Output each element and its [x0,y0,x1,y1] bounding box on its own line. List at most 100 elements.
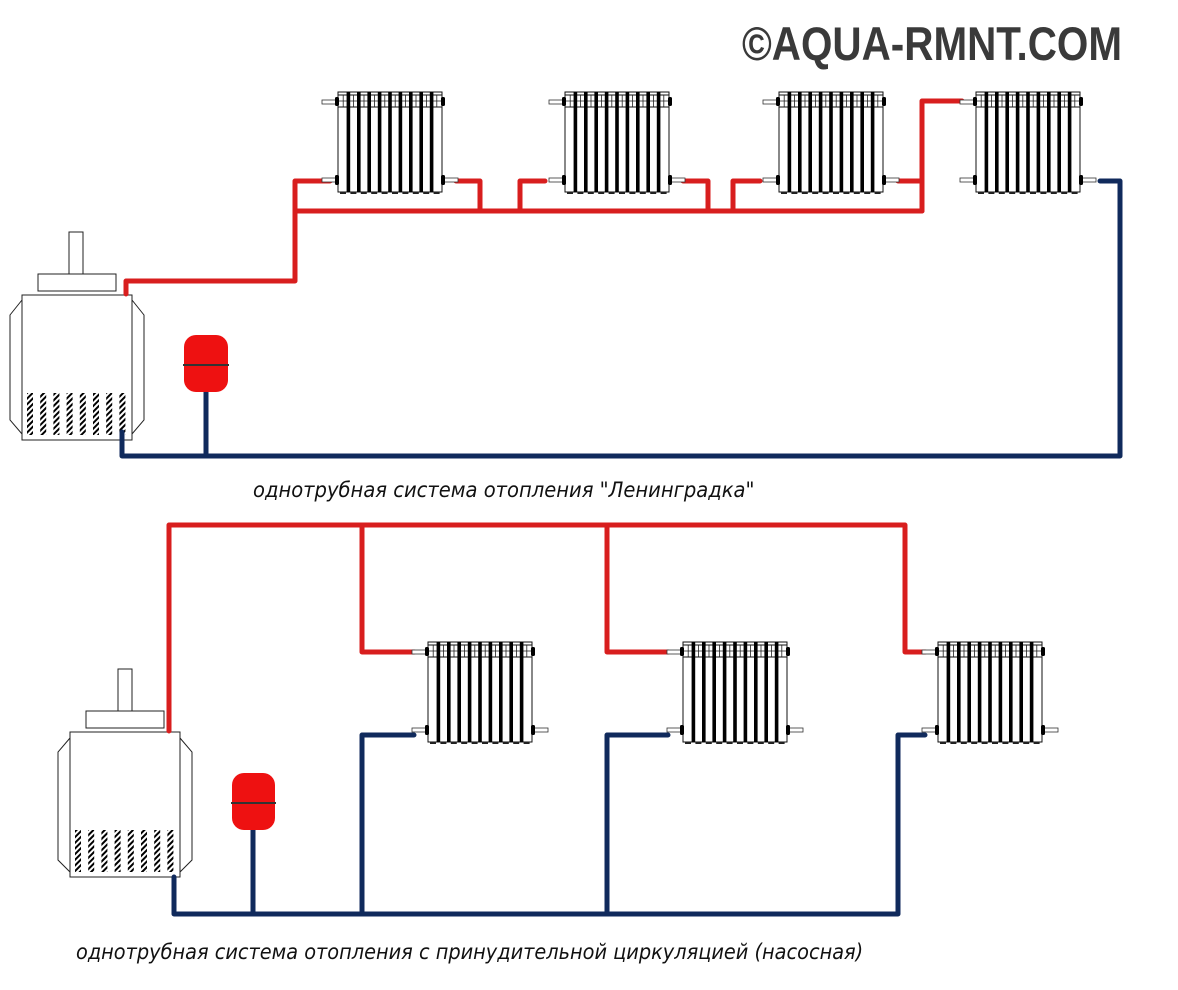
return-pipes [171,732,928,917]
radiator-icon [321,91,459,194]
radiator-section [702,642,706,742]
radiator-section [829,92,833,192]
radiator-section [1005,92,1009,192]
caption-pumped: однотрубная система отопления с принудит… [76,940,864,964]
radiator-section [467,642,472,742]
radiator-section [509,642,513,742]
grille-slat [75,830,81,872]
radiator-section [967,642,971,742]
boiler-icon [9,231,145,441]
radiator-icon [411,641,549,744]
boiler-cap [37,273,117,292]
radiator-section [850,92,854,192]
radiator-section [957,642,961,742]
radiator-section [447,642,451,742]
expansion-tank-icon [183,335,229,392]
radiator-section [656,92,661,192]
radiator-section [436,642,441,742]
supply-pipes [166,522,928,734]
grille-slat [106,393,113,435]
radiator-section [743,642,748,742]
burner-grille [27,393,126,435]
radiator-section [764,642,768,742]
radiator-section [1047,92,1051,192]
burner-grille [75,830,174,872]
grille-slat [114,830,121,872]
radiator-section [1026,92,1030,192]
radiator-section [478,642,482,742]
radiator-section [1019,642,1023,742]
grille-slat [154,830,161,872]
radiator-section [798,92,802,192]
return-main [171,732,928,917]
diagram-leningradka [9,91,1123,459]
boiler-chimney [68,231,84,275]
boiler-right-panel [179,736,193,874]
supply-main [166,522,928,734]
radiator-icon [666,641,804,744]
radiator-section [604,92,609,192]
radiator-icon [921,641,1059,744]
radiator-section [573,92,578,192]
radiator-section [1057,92,1061,192]
radiator-section [860,92,864,192]
radiator-section [499,642,503,742]
boiler-cap [85,710,165,729]
radiator-section [357,92,361,192]
boiler-body [69,731,181,878]
grille-slat [127,830,134,872]
radiator-section [946,642,951,742]
rad4-inlet [919,98,965,214]
radiator-section [818,92,823,192]
watermark-logo: ©AQUA-RMNT.COM [742,17,1123,70]
grille-slat [66,393,73,435]
radiator-section [839,92,844,192]
grille-slat [141,830,147,872]
supply-riser [123,178,333,297]
caption-leningradka: однотрубная система отопления "Ленинград… [253,478,755,502]
rad1-return [359,732,417,917]
radiator-section [787,92,792,192]
radiator-section [398,92,403,192]
radiator-section [1067,92,1072,192]
return-pipes [119,178,1123,459]
radiator-section [457,642,461,742]
grille-slat [40,393,47,435]
grille-slat [53,393,60,435]
radiator-section [988,642,992,742]
grille-slat [101,830,108,872]
radiator-section [519,642,524,742]
radiator-section [419,92,423,192]
radiator-section [808,92,812,192]
radiator-section [367,92,371,192]
radiator-section [346,92,351,192]
grille-slat [88,830,95,872]
radiator-section [1036,92,1041,192]
radiator-icon [762,91,900,194]
rad2-return [604,732,671,917]
radiator-section [1029,642,1034,742]
radiator-section [722,642,727,742]
radiator-section [409,92,413,192]
radiator-section [754,642,758,742]
grille-slat [79,393,86,435]
radiator-section [774,642,779,742]
rad2-supply [604,522,671,655]
rad4-outlet-return [119,178,1123,459]
boiler-left-panel [9,298,23,436]
grille-slat [119,393,126,435]
radiator-section [594,92,598,192]
radiator-section [488,642,493,742]
radiator-section [584,92,588,192]
radiator-section [646,92,650,192]
boiler-icon [57,668,193,878]
radiator-section [984,92,989,192]
radiator-section [995,92,999,192]
radiator-icon [959,91,1097,194]
radiator-section [429,92,434,192]
radiator-section [870,92,875,192]
radiator-section [733,642,737,742]
rad1-supply [359,522,417,655]
radiator-section [691,642,696,742]
